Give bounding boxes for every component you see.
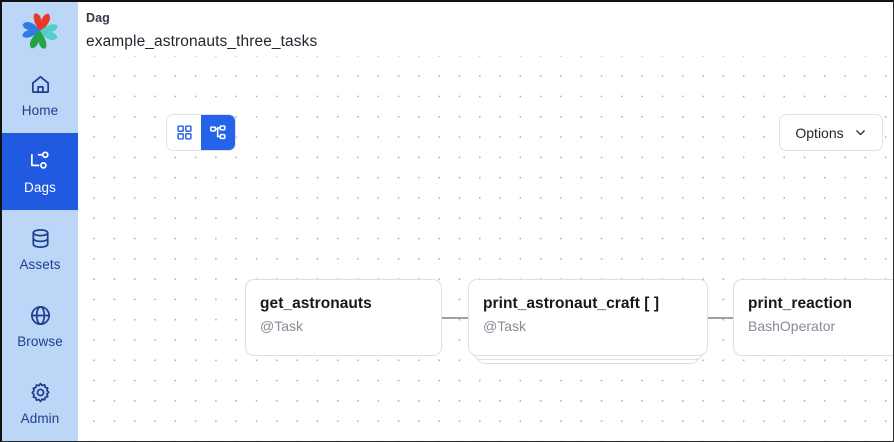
task-node-get-astronauts[interactable]: get_astronauts @Task (245, 279, 442, 356)
airflow-logo[interactable] (2, 2, 78, 56)
sidebar-item-dags[interactable]: Dags (2, 133, 78, 211)
task-node-subtitle: BashOperator (748, 318, 836, 335)
dag-icon (29, 148, 52, 174)
graph-canvas[interactable]: Options get_astronauts @Task print_ (78, 56, 893, 441)
sidebar-item-home[interactable]: Home (2, 56, 78, 133)
grid-view-button[interactable] (167, 115, 201, 150)
sidebar-item-label: Browse (17, 334, 63, 350)
globe-icon (29, 302, 52, 328)
dag-kicker-label: Dag (86, 11, 110, 25)
graph-view-button[interactable] (201, 115, 235, 150)
sidebar-item-label: Assets (19, 257, 61, 273)
dag-header: Dag example_astronauts_three_tasks (78, 2, 893, 56)
grid-icon (176, 125, 192, 140)
task-node-title: print_astronaut_craft [ ] (483, 295, 660, 312)
database-icon (29, 225, 52, 251)
task-node-title: get_astronauts (260, 295, 372, 312)
graph-icon (210, 124, 226, 139)
sidebar-item-browse[interactable]: Browse (2, 287, 78, 364)
options-button-label: Options (795, 124, 844, 141)
view-toggle-group (166, 114, 236, 151)
sidebar: Home Dags Assets Browse Admin (2, 2, 78, 441)
dag-graph: get_astronauts @Task print_astronaut_cra… (78, 56, 893, 441)
edge-print-astronaut-craft-to-print-reaction (708, 317, 733, 319)
gear-icon (29, 379, 52, 405)
sidebar-item-assets[interactable]: Assets (2, 210, 78, 287)
chevron-down-icon (854, 126, 867, 139)
dag-title: example_astronauts_three_tasks (86, 32, 318, 50)
sidebar-item-admin[interactable]: Admin (2, 364, 78, 441)
task-node-print-reaction[interactable]: print_reaction BashOperator (733, 279, 893, 356)
apache-airflow-logo-icon (22, 13, 58, 49)
home-icon (29, 71, 52, 97)
options-button[interactable]: Options (779, 114, 883, 151)
task-node-print-astronaut-craft[interactable]: print_astronaut_craft [ ] @Task (468, 279, 708, 356)
task-node-title: print_reaction (748, 295, 853, 312)
sidebar-item-label: Admin (20, 411, 60, 427)
task-node-subtitle: @Task (483, 318, 526, 335)
sidebar-item-label: Home (21, 103, 59, 119)
edge-get-astronauts-to-print-astronaut-craft (442, 317, 468, 319)
task-node-subtitle: @Task (260, 318, 303, 335)
sidebar-item-label: Dags (24, 180, 56, 196)
main-content: Dag example_astronauts_three_tasks (78, 2, 893, 441)
